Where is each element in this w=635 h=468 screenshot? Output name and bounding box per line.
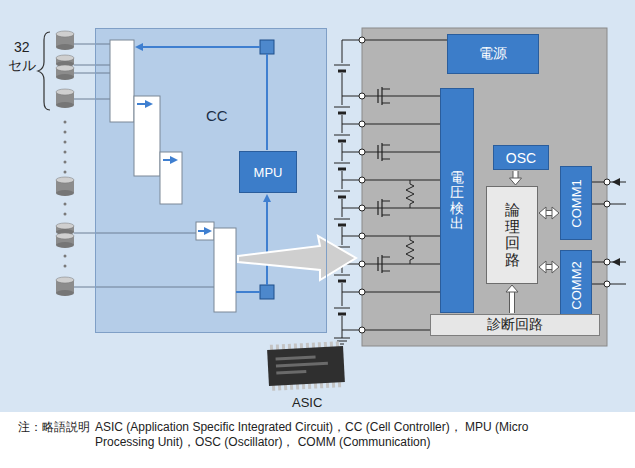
box-text: COMM2 bbox=[569, 261, 584, 309]
cell-controller-box: CC MPU bbox=[95, 28, 327, 333]
comm-arrowheads bbox=[612, 178, 620, 266]
mosfet-symbols bbox=[378, 87, 390, 273]
voltage-detect-block: 電圧検出 bbox=[440, 88, 474, 313]
box-text: 論理回路 bbox=[505, 202, 520, 268]
brace bbox=[38, 32, 50, 110]
power-block: 電源 bbox=[447, 34, 539, 74]
comm-block: COMM1 bbox=[560, 166, 592, 240]
box-text: OSC bbox=[506, 150, 536, 166]
background bbox=[0, 0, 635, 412]
box-text: MPU bbox=[254, 165, 283, 180]
comm-lines bbox=[592, 182, 626, 284]
logic-block: 論理回路 bbox=[486, 186, 538, 284]
mpu-box: MPU bbox=[239, 151, 297, 193]
zoom-arrow bbox=[238, 236, 356, 280]
asic-blocks bbox=[110, 40, 236, 312]
comm-terminals bbox=[604, 179, 610, 287]
battery-symbols bbox=[334, 63, 350, 344]
resistor-symbols bbox=[406, 180, 414, 264]
cell-circuit bbox=[342, 40, 447, 330]
box-text: COMM1 bbox=[569, 179, 584, 227]
note-heading: 注：略語説明 bbox=[18, 420, 90, 435]
comm-block: COMM2 bbox=[560, 250, 592, 320]
note-text: ASIC (Application Specific Integrated Ci… bbox=[95, 420, 535, 450]
box-text: 電源 bbox=[479, 45, 507, 63]
box-text: 診断回路 bbox=[487, 316, 543, 334]
oscillator-block: OSC bbox=[493, 145, 549, 170]
terminals bbox=[359, 37, 365, 333]
box-text: 電圧検出 bbox=[450, 170, 464, 232]
cell-label: セル bbox=[8, 58, 36, 73]
hollow-arrow bbox=[539, 261, 559, 273]
box-text: CC bbox=[206, 107, 228, 124]
hollow-arrow bbox=[506, 285, 518, 313]
battery-cells bbox=[56, 31, 74, 296]
chip-label: ASIC bbox=[292, 395, 322, 410]
cell-count: 32 bbox=[14, 40, 30, 55]
diagnosis-block: 診断回路 bbox=[430, 314, 600, 336]
hollow-arrow bbox=[539, 207, 559, 219]
chip-photo bbox=[267, 341, 345, 391]
hollow-arrow bbox=[510, 171, 522, 185]
asic-housing bbox=[362, 28, 607, 346]
